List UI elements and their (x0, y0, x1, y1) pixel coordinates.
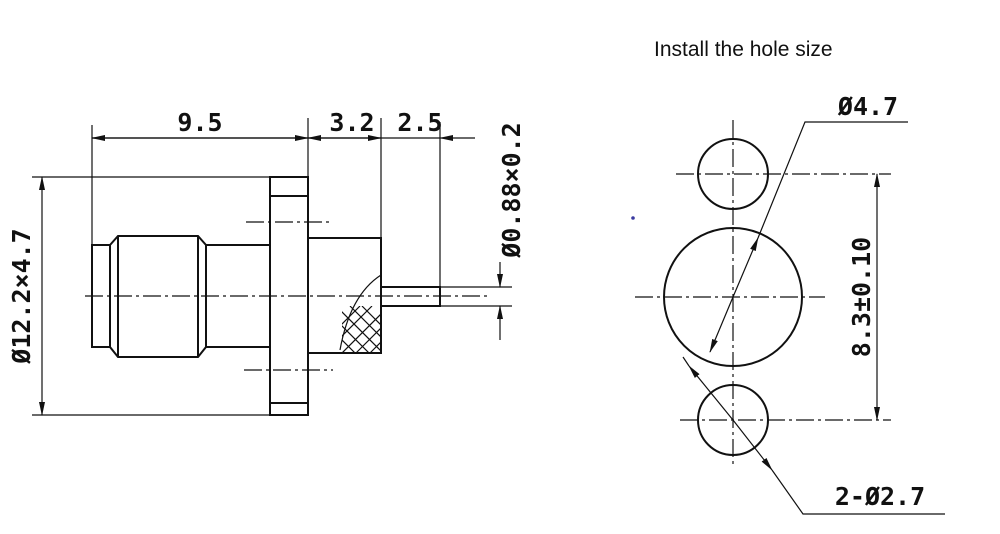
side-hole-top (697, 138, 769, 210)
dim-pin-length: 2.5 (397, 108, 442, 137)
dim-side-holes: 2-Ø2.7 (835, 482, 925, 511)
page-title: Install the hole size (654, 38, 833, 61)
dim-mid-length: 3.2 (329, 108, 374, 137)
dim-pin: Ø0.88×0.2 (497, 122, 526, 258)
dim-spacing: 8.3±0.10 (847, 237, 876, 357)
dim-flange: Ø12.2×4.7 (7, 228, 36, 364)
dim-center-hole: Ø4.7 (837, 92, 898, 121)
side-hole-bottom (697, 384, 769, 456)
mounting-hole-view: 8.3±0.10 Ø4.7 2-Ø2.7 (631, 92, 945, 515)
center-hole (663, 227, 803, 367)
crosshatch (342, 306, 382, 354)
dim-body-length: 9.5 (177, 108, 222, 137)
stray-dot (631, 216, 635, 220)
connector-side-view: 9.5 3.2 2.5 Ø12.2×4.7 (7, 108, 526, 416)
